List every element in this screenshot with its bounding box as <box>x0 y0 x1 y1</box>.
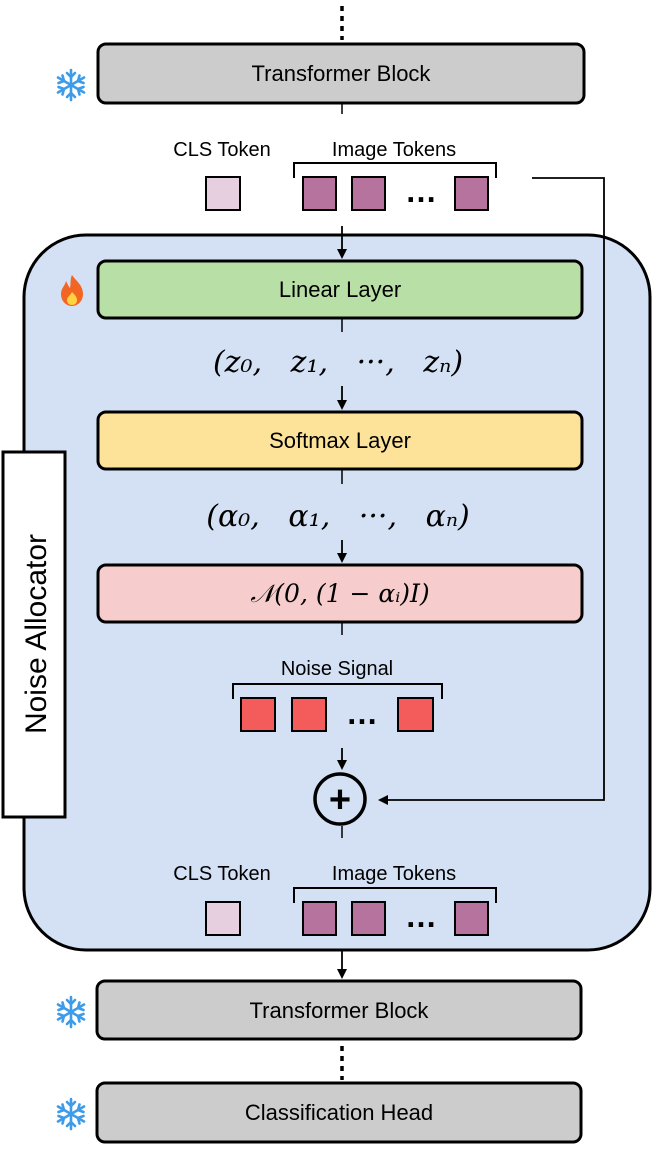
softmax-layer-label: Softmax Layer <box>269 428 411 453</box>
snowflake-icon <box>56 68 86 102</box>
input-image-tokens-label: Image Tokens <box>332 139 456 161</box>
adder-plus-symbol: + <box>329 779 351 821</box>
input-image-token <box>302 176 337 211</box>
top-transformer-block-label: Transformer Block <box>252 61 432 86</box>
adder-circle <box>313 772 367 826</box>
gaussian-label: 𝒩(0, (1 − αᵢ)I) <box>250 579 429 608</box>
output-image-tokens-label: Image Tokens <box>332 863 456 885</box>
noise-tokens-ellipsis: … <box>346 695 378 731</box>
flame-icon <box>61 275 83 306</box>
noise-token <box>291 697 327 732</box>
input-cls-token-label: CLS Token <box>173 139 270 161</box>
skip-connection-arrow <box>378 177 605 805</box>
output-image-token <box>302 901 337 936</box>
linear-layer-block <box>96 259 584 320</box>
gaussian-block <box>96 563 584 624</box>
output-tokens-ellipsis: … <box>405 898 437 934</box>
noise-allocator-title: Noise Allocator <box>20 534 53 734</box>
output-image-tokens-bracket <box>293 887 497 903</box>
alpha-sequence: (α₀, α₁, ···, αₙ) <box>206 499 469 534</box>
bottom-transformer-block-label: Transformer Block <box>250 998 430 1023</box>
softmax-layer-block <box>96 410 584 471</box>
noise-signal-bracket <box>232 683 443 699</box>
noise-allocator-side-label-box <box>1 450 67 819</box>
noise-signal-label: Noise Signal <box>281 658 393 680</box>
output-cls-token <box>205 901 241 936</box>
noise-token <box>397 697 434 732</box>
logit-sequence: (z₀, z₁, ···, zₙ) <box>213 345 463 380</box>
linear-layer-label: Linear Layer <box>279 277 401 302</box>
classification-head-block <box>95 1081 583 1144</box>
input-image-token <box>454 176 489 211</box>
noise-token <box>240 697 276 732</box>
output-cls-token-label: CLS Token <box>173 863 270 885</box>
output-image-token <box>454 901 489 936</box>
snowflake-icon <box>56 1097 86 1131</box>
snowflake-icon <box>56 995 86 1029</box>
bottom-transformer-block <box>95 979 583 1041</box>
input-image-token <box>351 176 386 211</box>
classification-head-label: Classification Head <box>245 1100 433 1125</box>
input-cls-token <box>205 176 241 211</box>
top-transformer-block <box>96 42 586 105</box>
output-image-token <box>351 901 386 936</box>
input-tokens-ellipsis: … <box>405 173 437 209</box>
input-image-tokens-bracket <box>293 162 497 178</box>
